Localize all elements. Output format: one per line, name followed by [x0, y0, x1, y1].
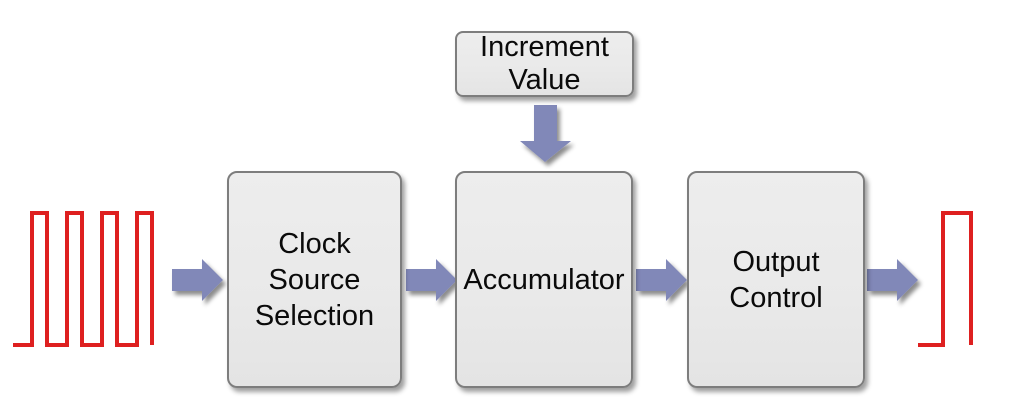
output-pulse-waveform: [918, 211, 973, 347]
block-accumulator: Accumulator: [455, 171, 633, 388]
block-increment-value: Increment Value: [455, 31, 634, 97]
flow-arrow-output-to-pulse-icon: [867, 259, 918, 301]
block-output-control: Output Control: [687, 171, 865, 388]
flow-arrow-input-to-clock-icon: [172, 259, 223, 301]
block-clock-source-selection: Clock Source Selection: [227, 171, 402, 388]
block-accumulator-label: Accumulator: [463, 263, 625, 296]
flow-arrow-clock-to-accumulator-icon: [406, 259, 457, 301]
block-output-control-label: Output Control: [729, 245, 823, 314]
increment-down-arrow-icon: [520, 105, 571, 162]
input-clock-waveform: [13, 211, 154, 347]
block-clock-source-selection-label: Clock Source Selection: [254, 227, 375, 332]
flow-arrow-accumulator-to-output-icon: [636, 259, 687, 301]
block-increment-value-label: Increment Value: [480, 31, 609, 96]
